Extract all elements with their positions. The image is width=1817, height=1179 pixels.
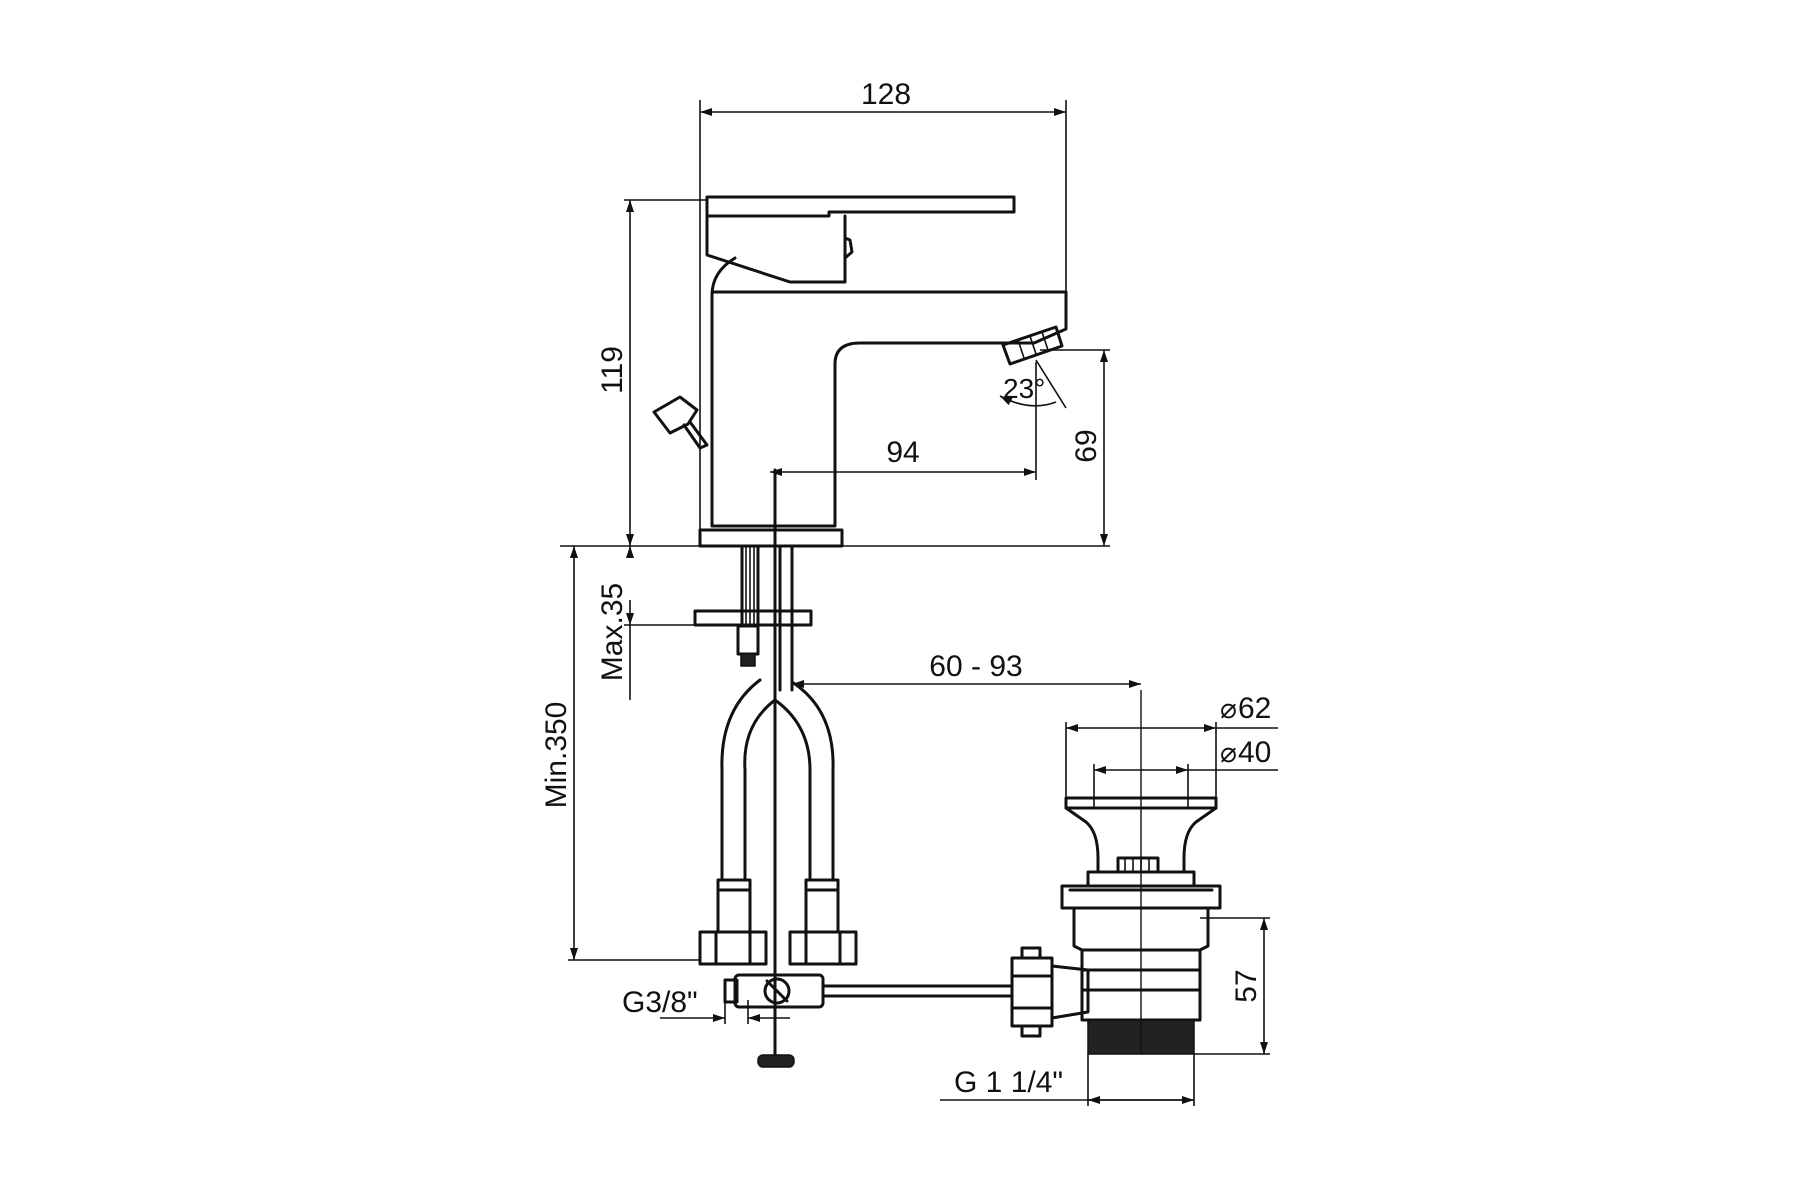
inlet-nut-left: [698, 930, 768, 966]
drain-body: [1072, 906, 1210, 1022]
dim-waste-inner-dia: 40: [1238, 736, 1271, 769]
body-outline: [710, 256, 1068, 528]
dim-inlet-thread: G3/8": [622, 986, 698, 1019]
faucet-body: [652, 195, 1068, 548]
handle-knob: [843, 236, 854, 260]
popup-linkage: [723, 946, 1090, 1068]
dim-waste-outer-dia: 62: [1238, 692, 1271, 725]
dim-spout-height: 69: [1070, 429, 1103, 462]
diameter-symbol-62: ⌀: [1220, 693, 1237, 724]
dim-max-thickness: Max.35: [596, 583, 629, 681]
dim-waste-thread: G 1 1/4": [954, 1066, 1063, 1099]
dim-width-total: 128: [861, 78, 911, 111]
dimension-labels: 128 119 94 69 23° Max.35 Min.350 60 - 93…: [540, 78, 1271, 1099]
hose-right: [790, 680, 835, 880]
dimension-lines: [560, 100, 1278, 1106]
flex-hoses: [698, 678, 858, 966]
rod-end-knob: [757, 1054, 795, 1068]
handle-cartridge: [705, 198, 847, 284]
diameter-symbol-40: ⌀: [1220, 737, 1237, 768]
popup-knob: [652, 395, 699, 435]
mounting-nut: [736, 624, 760, 656]
dim-min-hose: Min.350: [540, 702, 573, 809]
dim-waste-height: 57: [1230, 969, 1263, 1002]
inlet-nut-right: [788, 930, 858, 966]
pivot-nut: [1010, 956, 1054, 1028]
lever-handle: [705, 195, 1016, 218]
hose-left: [720, 678, 762, 880]
mounting-hardware: [693, 468, 813, 1060]
aerator: [1001, 325, 1064, 366]
waste-drain: [1060, 690, 1222, 1055]
dim-spray-angle: 23°: [1003, 373, 1045, 404]
dim-height-body: 119: [596, 346, 629, 394]
dim-spout-reach: 94: [886, 436, 919, 469]
dim-waste-offset: 60 - 93: [929, 650, 1022, 683]
base-ring: [698, 528, 844, 548]
linkage-clamp: [733, 973, 825, 1009]
